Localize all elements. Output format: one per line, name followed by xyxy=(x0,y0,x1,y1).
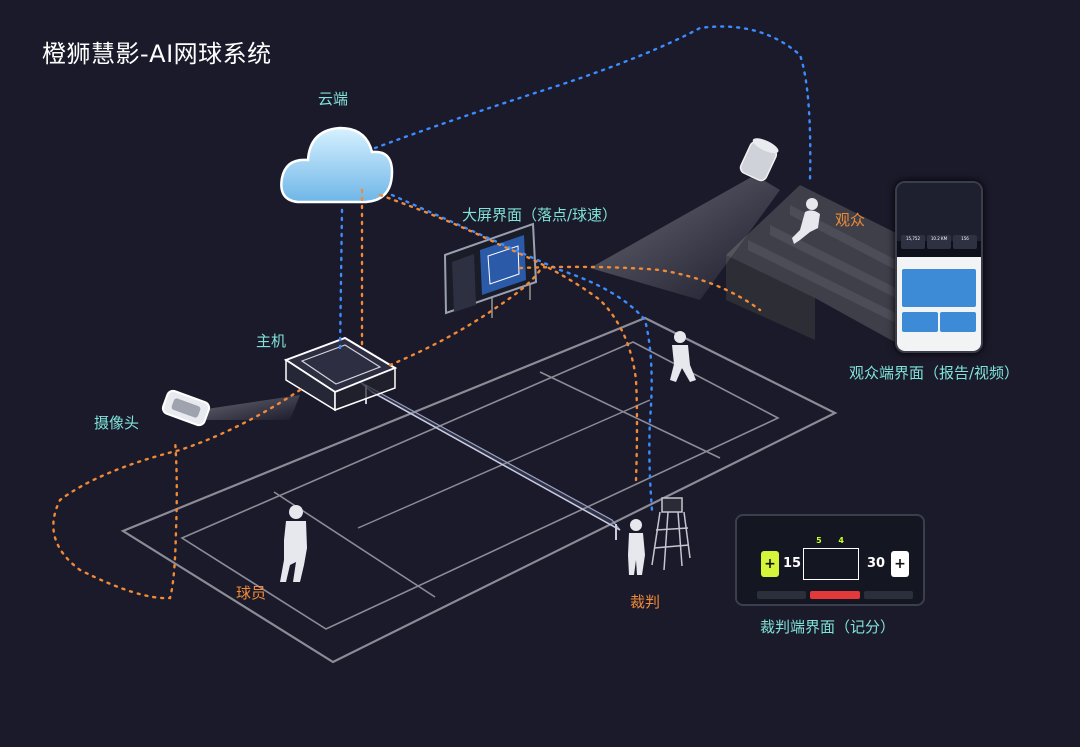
tennis-net xyxy=(360,382,620,540)
phone-stat: 156 xyxy=(953,235,977,249)
tennis-court xyxy=(123,318,835,662)
phone-header xyxy=(897,183,981,241)
player-label: 球员 xyxy=(236,582,266,603)
tablet-footer-button xyxy=(757,591,806,599)
page-title: 橙狮慧影-AI网球系统 xyxy=(42,34,272,69)
umpire-chair xyxy=(652,498,690,570)
player-figure-far xyxy=(670,331,696,382)
big-screen xyxy=(445,224,536,318)
tablet-footer-button xyxy=(810,591,859,599)
points-right: 30 xyxy=(867,556,885,571)
phone-content xyxy=(897,257,981,351)
cloud-label: 云端 xyxy=(318,88,348,109)
video-thumbnail xyxy=(902,312,938,332)
tablet-header xyxy=(737,516,923,534)
tablet-court xyxy=(803,548,859,580)
games-left: 5 xyxy=(816,536,822,545)
add-point-right-button: + xyxy=(891,551,909,577)
player-figure xyxy=(280,505,307,582)
umpire-figure xyxy=(628,519,645,575)
video-thumbnail xyxy=(902,269,976,307)
video-thumbnail xyxy=(940,312,976,332)
stand-camera-icon xyxy=(739,135,781,182)
tablet-games: 5 4 xyxy=(737,536,923,545)
tablet-footer xyxy=(757,591,913,599)
phone-stats: 15,752 10.2 KM 156 xyxy=(901,235,977,249)
audience-label: 观众 xyxy=(835,209,865,230)
camera-label: 摄像头 xyxy=(94,412,139,433)
phone-stat: 15,752 xyxy=(901,235,925,249)
add-point-left-button: + xyxy=(761,551,779,577)
games-right: 4 xyxy=(838,536,844,545)
tablet-footer-button xyxy=(864,591,913,599)
big-screen-label: 大屏界面（落点/球速） xyxy=(462,204,617,225)
phone-stat: 10.2 KM xyxy=(927,235,951,249)
viewer-ui-label: 观众端界面（报告/视频） xyxy=(849,362,1019,383)
points-left: 15 xyxy=(783,556,801,571)
viewer-phone-mockup: 15,752 10.2 KM 156 xyxy=(895,181,983,353)
camera-icon xyxy=(161,389,211,427)
umpire-label: 裁判 xyxy=(630,591,660,612)
cloud-icon xyxy=(281,128,392,202)
host-label: 主机 xyxy=(256,330,286,351)
referee-ui-label: 裁判端界面（记分） xyxy=(760,616,895,637)
referee-tablet-mockup: 5 4 + 15 30 + xyxy=(735,514,925,606)
